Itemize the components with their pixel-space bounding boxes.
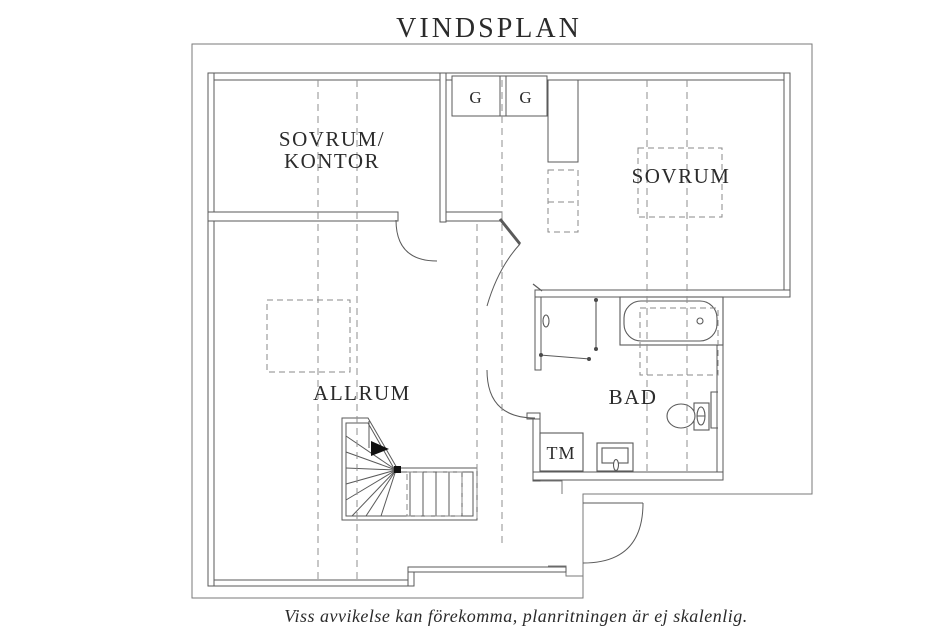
dashed-areas	[266, 147, 723, 376]
toilet-bowl	[666, 403, 696, 429]
room-label-sovrum: SOVRUM	[632, 164, 731, 188]
page-title: VINDSPLAN	[396, 13, 582, 44]
door-hall	[486, 218, 522, 307]
shaft-dashed-extension	[547, 169, 579, 233]
door-exterior-bottom	[582, 502, 644, 564]
bathtub-drain-icon	[696, 317, 704, 325]
wall-allrum-bottom-right	[407, 566, 567, 573]
ceiling-height-lines	[317, 80, 688, 583]
washing-machine-label: TM	[547, 443, 576, 463]
straight-treads	[409, 472, 463, 516]
wall-sovrumkontor-right	[439, 72, 447, 223]
wall-bath-left-upper	[534, 296, 542, 371]
closet-divider	[499, 75, 507, 117]
wall-sovrum-right	[783, 72, 791, 291]
room-label-sovrum-kontor-line2: KONTOR	[284, 149, 380, 173]
disclaimer-text: Viss avvikelse kan förekomma, planritnin…	[284, 606, 747, 626]
room-label-sovrum-kontor-line1: SOVRUM/	[279, 127, 385, 151]
wall-bath-bottom	[532, 471, 724, 481]
sink	[596, 442, 634, 472]
stair-newel-dot	[394, 466, 401, 473]
room-label-allrum: ALLRUM	[313, 381, 411, 405]
wall-left	[207, 72, 215, 587]
wall-bath-right-notch	[710, 391, 718, 429]
stair-headroom-dashed	[406, 471, 463, 517]
allrum-dashed-square	[266, 299, 351, 373]
bath-dashed-area	[639, 307, 719, 376]
sink-faucet-icon	[612, 458, 620, 472]
wall-sovrumkontor-bottom	[207, 211, 399, 222]
closet-label-right: G	[519, 88, 532, 107]
bathtub	[619, 296, 724, 346]
doors	[395, 218, 644, 564]
door-handle-icon	[542, 314, 550, 328]
sovrum-dashed-square	[637, 147, 723, 218]
staircase	[341, 417, 478, 521]
labels: VINDSPLAN SOVRUM/ KONTOR SOVRUM ALLRUM B…	[279, 13, 747, 626]
door-sovrum-kontor	[395, 219, 438, 262]
wall-hall-top	[445, 211, 503, 222]
closet-label-left: G	[469, 88, 482, 107]
wall-sovrum-bottom	[534, 289, 791, 298]
stair-direction-arrow-icon	[371, 441, 389, 456]
shaft	[547, 79, 579, 163]
door-bathroom	[486, 314, 550, 419]
shower-glass	[539, 298, 598, 361]
walls	[207, 72, 791, 587]
toilet	[666, 402, 710, 431]
washing-machine	[539, 432, 584, 472]
wall-allrum-bottom	[213, 579, 415, 587]
room-label-bad: BAD	[609, 385, 658, 409]
